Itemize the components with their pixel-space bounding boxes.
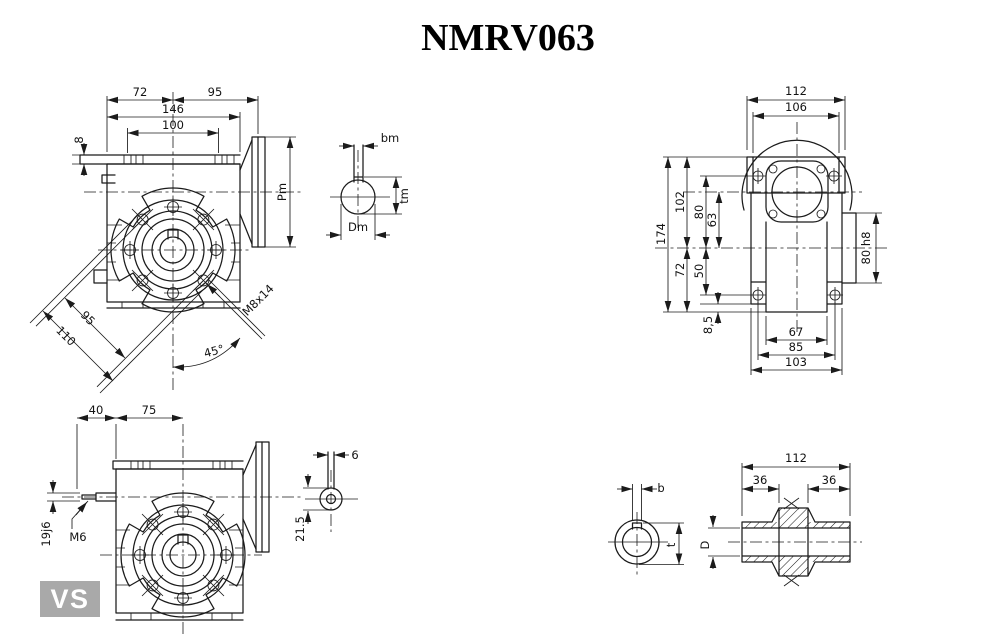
dim-label-146: 146	[162, 102, 184, 116]
dim-label-85: 85	[789, 340, 804, 354]
output-shaft-section: 112 36 36 D	[698, 451, 862, 587]
dim-label-19j6: 19j6	[39, 521, 53, 546]
dim-label-100: 100	[162, 118, 184, 132]
thread-label-m8x14: M8x14	[239, 281, 276, 318]
dim-label-bm: bm	[381, 131, 400, 145]
dim-label-67: 67	[789, 325, 804, 339]
dim-label-174: 174	[654, 223, 668, 245]
dim-label-8: 8	[72, 136, 86, 143]
side-view-centerlines	[655, 122, 888, 332]
front-view-top-dimensions: 72 95 146 100 8 Pm 95 110 M8x14 45°	[29, 85, 296, 394]
dim-label-72-top: 72	[133, 85, 148, 99]
dim-label-80: 80	[692, 205, 706, 220]
dim-label-21-5: 21.5	[293, 516, 307, 542]
angle-label-45: 45°	[202, 342, 225, 361]
front-view-bottom-outline	[81, 441, 270, 621]
dim-label-d: D	[698, 540, 712, 549]
dim-label-63: 63	[705, 213, 719, 228]
vs-badge-background	[40, 581, 100, 617]
dim-label-106: 106	[785, 100, 807, 114]
front-view-top: 72 95 146 100 8 Pm 95 110 M8x14 45°	[29, 85, 302, 394]
dim-label-pm: Pm	[275, 183, 289, 201]
dim-label-36-right: 36	[822, 473, 837, 487]
dim-label-102: 102	[673, 191, 687, 213]
dim-label-b: b	[657, 481, 664, 495]
dim-label-75: 75	[142, 403, 157, 417]
dim-label-95-diag: 95	[78, 308, 98, 328]
dim-label-t: t	[664, 542, 678, 547]
dim-label-103: 103	[785, 355, 807, 369]
dim-label-6: 6	[351, 448, 358, 462]
side-view-outline	[741, 139, 857, 313]
front-view-top-outline	[79, 136, 266, 313]
output-shaft-detail: b t 112 36 36 D	[608, 451, 862, 587]
dim-label-72-side: 72	[673, 263, 687, 278]
dim-label-112-side: 112	[785, 84, 807, 98]
dim-label-50: 50	[692, 264, 706, 279]
front-view-bottom-dimensions: 40 75 19j6 M6	[39, 403, 183, 547]
dim-label-36-left: 36	[753, 473, 768, 487]
output-bore-end-view: b t	[608, 481, 684, 575]
front-view-bottom-centerlines	[62, 424, 304, 634]
dim-label-40: 40	[89, 403, 104, 417]
motor-shaft-detail: bm tm Dm	[326, 131, 411, 240]
dim-label-tm: tm	[397, 188, 411, 204]
side-view: 112 106 174 102 72 80 50 63 8,5 67 85 10…	[654, 84, 888, 375]
dim-label-8-5: 8,5	[701, 316, 715, 334]
dim-label-110-diag: 110	[53, 323, 78, 348]
thread-label-m6: M6	[69, 530, 86, 544]
front-view-bottom: 40 75 19j6 M6	[39, 403, 304, 634]
input-shaft-dimensions: 6 21.5	[293, 448, 359, 542]
dim-label-95-top: 95	[208, 85, 223, 99]
vs-badge-label: VS	[50, 584, 89, 614]
vs-badge: VS	[40, 581, 100, 617]
motor-shaft-dimensions: bm tm Dm	[326, 131, 411, 240]
dim-label-112-shaft: 112	[785, 451, 807, 465]
page-title: NMRV063	[421, 17, 595, 59]
dim-label-80h8: 80 h8	[859, 232, 873, 265]
input-shaft-detail: 6 21.5	[293, 448, 359, 542]
side-view-dimensions: 112 106 174 102 72 80 50 63 8,5 67 85 10…	[654, 84, 882, 375]
dim-label-dm: Dm	[348, 220, 368, 234]
